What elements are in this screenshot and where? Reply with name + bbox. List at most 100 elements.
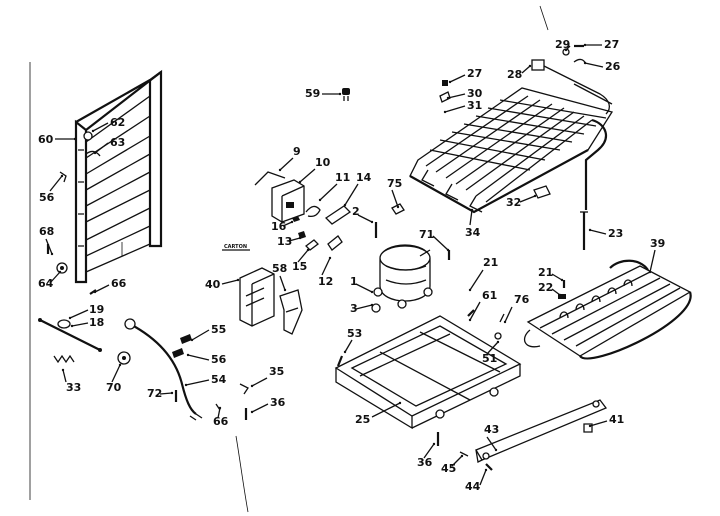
- leader-line-p30: [447, 93, 466, 99]
- lower-coil: [523, 259, 692, 360]
- part-label-p34: 34: [465, 226, 481, 239]
- part-label-p22: 22: [538, 281, 553, 294]
- part-label-p72: 72: [147, 387, 162, 400]
- leader-line-p51: [486, 341, 499, 355]
- clip-icon: [467, 309, 475, 317]
- part-label-p66b: 66: [213, 415, 229, 428]
- parts-artwork: CARTON: [29, 5, 692, 513]
- leader-line-p39: [649, 249, 656, 273]
- leader-tip-p64: [58, 270, 62, 274]
- leader-tip-p36b: [432, 442, 436, 446]
- leader-line-p72: [159, 392, 173, 395]
- leader-tip-p30: [446, 96, 450, 100]
- leader-tip-p35: [250, 384, 254, 388]
- nut-icon: [292, 216, 300, 222]
- leader-line-p33: [62, 369, 67, 383]
- leader-line-p53: [344, 339, 353, 353]
- condenser-grid: [74, 69, 163, 284]
- leader-line-p58: [279, 275, 286, 291]
- leader-tip-p58: [283, 288, 287, 292]
- leader-tip-p22: [558, 293, 562, 297]
- part-label-p75: 75: [387, 177, 402, 190]
- part-label-p12: 12: [318, 275, 333, 288]
- edge-line: [235, 435, 249, 513]
- leader-line-p21b: [551, 273, 563, 281]
- leader-line-p71: [432, 235, 449, 251]
- part-label-p35: 35: [269, 365, 284, 378]
- part-label-p54: 54: [211, 373, 227, 386]
- part-label-p19: 19: [89, 303, 104, 316]
- screw-icon: [336, 355, 344, 367]
- clip-icon: [172, 348, 184, 358]
- leader-tip-p66b: [218, 406, 222, 410]
- leader-line-p64: [49, 271, 61, 284]
- leader-tip-p63: [93, 151, 97, 155]
- leader-tip-p56b: [186, 353, 190, 357]
- part-label-p29: 29: [555, 38, 570, 51]
- part-label-p66: 66: [111, 277, 127, 290]
- leader-line-p32: [519, 195, 536, 203]
- grommet-59-icon: [342, 88, 350, 101]
- leader-tip-p15: [306, 248, 310, 252]
- leader-line-p19: [69, 309, 89, 319]
- part-label-p31: 31: [467, 99, 482, 112]
- leader-tip-p29: [564, 48, 568, 52]
- clip-icon: [459, 451, 469, 457]
- part-label-p2: 2: [352, 205, 360, 218]
- leader-tip-p14: [343, 203, 347, 207]
- part-label-p32: 32: [506, 196, 521, 209]
- part-label-p36a: 36: [270, 396, 286, 409]
- leader-line-p3: [355, 304, 373, 310]
- leader-tip-p27b: [448, 80, 452, 84]
- grommet-icon: [371, 303, 381, 313]
- leader-tip-p75: [396, 205, 400, 209]
- relay-housing: [271, 179, 305, 223]
- leader-tip-p70: [118, 363, 122, 367]
- grommet-icon: [83, 131, 93, 141]
- part-label-p23: 23: [608, 227, 623, 240]
- part-label-p45: 45: [441, 462, 456, 475]
- part-label-p63: 63: [110, 136, 125, 149]
- leader-tip-p3: [370, 303, 374, 307]
- part-label-p60: 60: [38, 133, 54, 146]
- leader-tip-p60: [73, 137, 77, 141]
- leader-tip-p54: [184, 383, 188, 387]
- part-label-p26: 26: [605, 60, 621, 73]
- base-pan: [334, 315, 522, 430]
- leader-line-p28: [521, 65, 531, 74]
- leader-tip-p1: [370, 290, 374, 294]
- leader-line-p61: [469, 301, 481, 321]
- leader-line-p75: [391, 189, 399, 208]
- scan-mark: [539, 5, 549, 31]
- leader-tip-p32: [533, 194, 537, 198]
- part-label-p27b: 27: [467, 67, 482, 80]
- leader-line-p16: [282, 221, 293, 227]
- part-label-p36b: 36: [417, 456, 433, 469]
- leader-line-p76: [504, 306, 513, 323]
- leader-tip-p43: [494, 448, 498, 452]
- leader-line-p40: [221, 279, 239, 285]
- leader-tip-p61: [468, 318, 472, 322]
- part-label-p13: 13: [277, 235, 292, 248]
- leader-tip-p53: [343, 350, 347, 354]
- part-label-p40: 40: [205, 278, 221, 291]
- leader-tip-p40: [236, 278, 240, 282]
- part-label-p9: 9: [293, 145, 301, 158]
- leader-lines: [45, 43, 656, 486]
- spring-icon: [53, 354, 75, 364]
- leader-tip-p16: [290, 220, 294, 224]
- leader-tip-p71: [446, 248, 450, 252]
- part-label-p71: 71: [419, 228, 434, 241]
- part-label-p21a: 21: [483, 256, 498, 269]
- leader-line-p44: [479, 469, 487, 486]
- part-label-p1: 1: [350, 275, 358, 288]
- leader-line-p43: [486, 436, 497, 451]
- leader-line-p54: [185, 379, 210, 386]
- leader-tip-p21b: [560, 278, 564, 282]
- leader-line-p22: [551, 288, 561, 296]
- leader-tip-p59: [338, 92, 342, 96]
- leader-tip-p2: [370, 220, 374, 224]
- leader-line-p55a: [191, 329, 210, 341]
- part-label-p51: 51: [482, 352, 497, 365]
